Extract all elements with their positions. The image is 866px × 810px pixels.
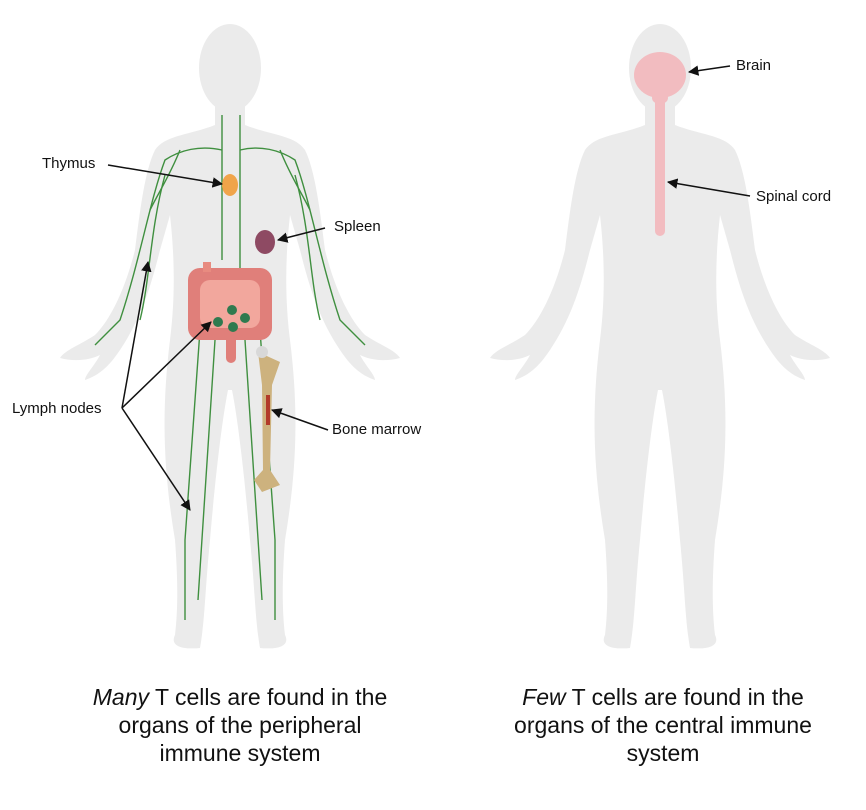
label-spinal-cord: Spinal cord <box>756 188 832 205</box>
femur-bone <box>254 346 280 492</box>
lymph-nodes <box>213 305 250 332</box>
label-spleen: Spleen <box>334 218 381 235</box>
caption-peripheral: Many T cells are found in the organs of … <box>75 683 405 767</box>
caption-text: T cells are found in the organs of the c… <box>514 684 812 766</box>
label-bone-marrow: Bone marrow <box>332 421 422 438</box>
spleen <box>255 230 275 254</box>
caption-emphasis: Many <box>92 684 149 710</box>
label-brain: Brain <box>736 57 772 74</box>
label-lymph-nodes: Lymph nodes <box>12 400 102 417</box>
label-arrows-left <box>107 164 329 511</box>
spinal-cord <box>655 98 665 236</box>
lymphatic-vessels <box>94 115 366 620</box>
caption-central: Few T cells are found in the organs of t… <box>498 683 828 767</box>
label-thymus: Thymus <box>42 155 96 172</box>
thymus <box>222 174 238 196</box>
caption-emphasis: Few <box>522 684 566 710</box>
label-arrows-right <box>666 65 751 197</box>
caption-text: T cells are found in the organs of the p… <box>118 684 388 766</box>
